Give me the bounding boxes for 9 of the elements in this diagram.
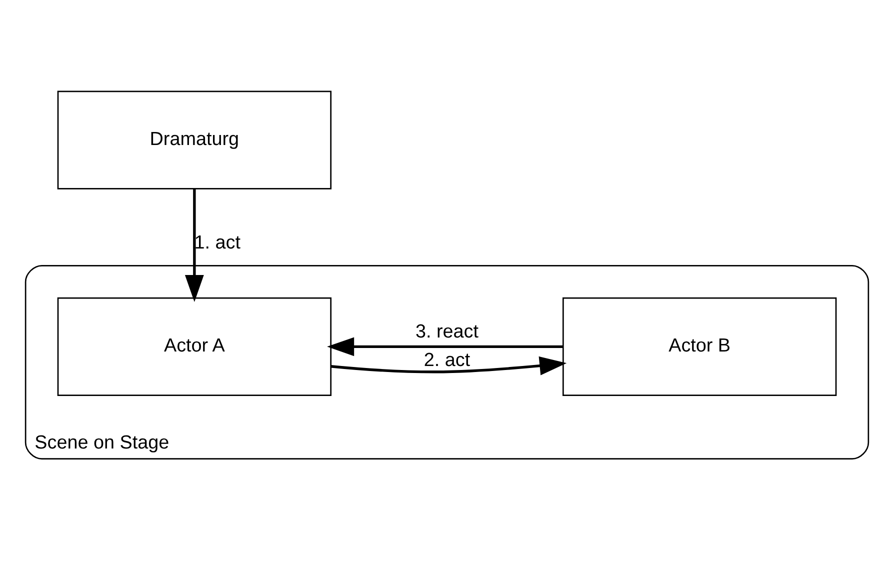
- arrow: [330, 356, 566, 376]
- edge-label: 1. act: [194, 232, 240, 254]
- arrow: [184, 188, 204, 302]
- arrow: [326, 337, 562, 356]
- node-box: Dramaturg: [56, 90, 332, 190]
- node-box: Actor B: [562, 297, 836, 396]
- edge-label: 2. act: [423, 350, 470, 371]
- node-box: Actor A: [56, 297, 332, 396]
- edge-label: 3. react: [415, 322, 478, 342]
